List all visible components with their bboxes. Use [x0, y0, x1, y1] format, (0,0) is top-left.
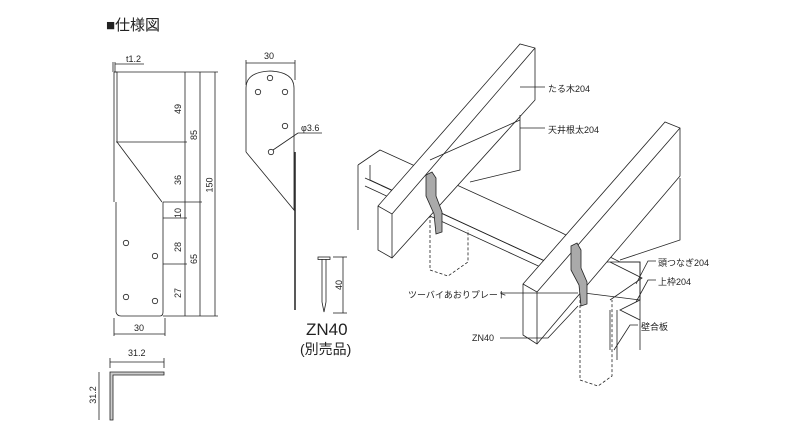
label-plate: ツーバイあおりプレート	[408, 290, 507, 300]
isometric-assembly	[357, 43, 681, 387]
label-sheathing: 壁合板	[641, 322, 669, 332]
hole-diameter: φ3.6	[301, 123, 320, 133]
dim-150: 150	[204, 177, 215, 193]
side-width: 30	[264, 51, 275, 61]
dim-36: 36	[173, 174, 184, 186]
dim-thickness: t1.2	[126, 54, 142, 64]
dim-10: 10	[173, 207, 184, 219]
dim-28: 28	[173, 241, 184, 253]
label-top-plate: 上枠204	[658, 277, 692, 287]
dim-65: 65	[189, 253, 200, 265]
angle-section	[98, 358, 165, 421]
label-rafter: たる木204	[548, 84, 591, 94]
label-top-plate-double: 頭つなぎ204	[658, 258, 710, 268]
angle-height: 31.2	[87, 386, 98, 404]
angle-width: 31.2	[128, 348, 146, 358]
label-joist: 天井根太204	[548, 125, 600, 135]
plate-front-view	[112, 62, 218, 336]
page-title: ■仕様図	[106, 17, 161, 34]
dim-49: 49	[173, 103, 184, 115]
dim-width: 30	[134, 323, 145, 333]
nail-note: (別売品)	[300, 341, 352, 357]
plate-side-view	[245, 60, 322, 310]
nail-drawing	[317, 256, 347, 314]
dim-85: 85	[189, 129, 200, 141]
nail-length: 40	[334, 279, 345, 291]
nail-name: ZN40	[306, 320, 348, 339]
label-nail: ZN40	[472, 333, 495, 343]
dim-27: 27	[173, 287, 184, 299]
